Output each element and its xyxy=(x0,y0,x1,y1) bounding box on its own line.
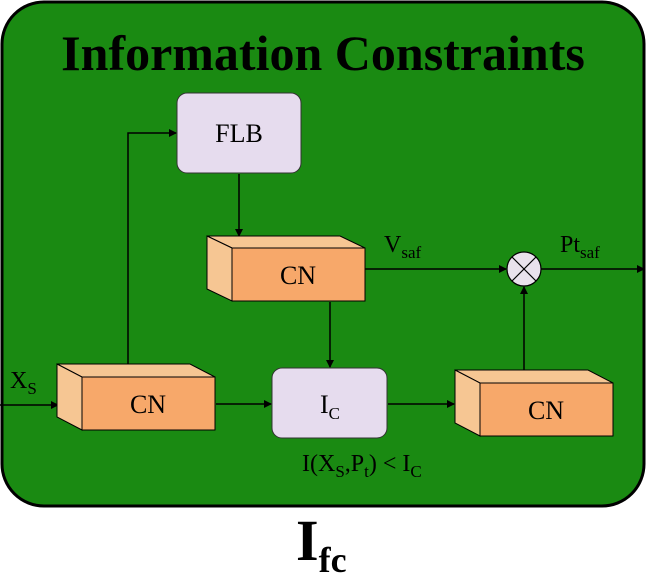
cn-left-block: CN xyxy=(56,363,216,431)
cn-top-left-face xyxy=(206,235,233,302)
signal-ptsaf-main: Pt xyxy=(560,232,580,258)
multiplier-node xyxy=(506,251,542,287)
constraint-sub2: t xyxy=(364,462,369,481)
flb-box xyxy=(176,92,302,174)
footer-title: Ifc xyxy=(296,508,347,577)
signal-ptsaf-label: Ptsaf xyxy=(560,232,600,262)
cn-right-front-face xyxy=(479,382,614,437)
cn-top-top-face xyxy=(206,235,366,249)
constraint-sub3: C xyxy=(410,462,421,481)
signal-xs-main: X xyxy=(10,368,27,394)
connectors xyxy=(0,129,645,409)
panel-title: Information Constraints xyxy=(61,25,585,81)
footer-title-main: I xyxy=(296,508,319,573)
signal-vsaf-sub: saf xyxy=(401,243,421,262)
constraint-part3: ) < I xyxy=(369,451,411,477)
ic-box xyxy=(271,367,388,439)
cn-left-top-face xyxy=(56,363,216,378)
cn-right-label: CN xyxy=(528,396,564,425)
cn-top-block: CN xyxy=(206,235,366,302)
ic-label-main: I xyxy=(320,390,329,419)
cn-left-label: CN xyxy=(130,390,166,419)
cn-top-label: CN xyxy=(280,261,316,290)
constraint-expression: I(XS,Pt) < IC xyxy=(302,451,422,481)
multiplier-cross-b xyxy=(511,256,537,282)
signal-vsaf-main: V xyxy=(384,232,402,258)
cn-right-block: CN xyxy=(454,369,614,437)
arrow-cn-left-to-flb xyxy=(127,129,177,364)
cn-right-top-face xyxy=(454,369,614,384)
flb-label: FLB xyxy=(215,119,263,148)
flb-block: FLB xyxy=(176,92,302,174)
ic-block: IC xyxy=(271,367,388,439)
constraint-part2: ,P xyxy=(345,451,364,477)
constraint-sub1: S xyxy=(335,462,344,481)
signal-xs-label: XS xyxy=(10,368,37,398)
constraint-part1: I(X xyxy=(302,451,335,477)
cn-left-front-face xyxy=(81,376,216,431)
ic-label: IC xyxy=(320,390,340,423)
signal-vsaf-label: Vsaf xyxy=(384,232,422,262)
cn-top-front-face xyxy=(231,247,366,302)
ic-label-sub: C xyxy=(329,404,340,423)
signal-xs-sub: S xyxy=(27,379,36,398)
footer-title-sub: fc xyxy=(319,540,347,577)
signal-ptsaf-sub: saf xyxy=(580,243,600,262)
